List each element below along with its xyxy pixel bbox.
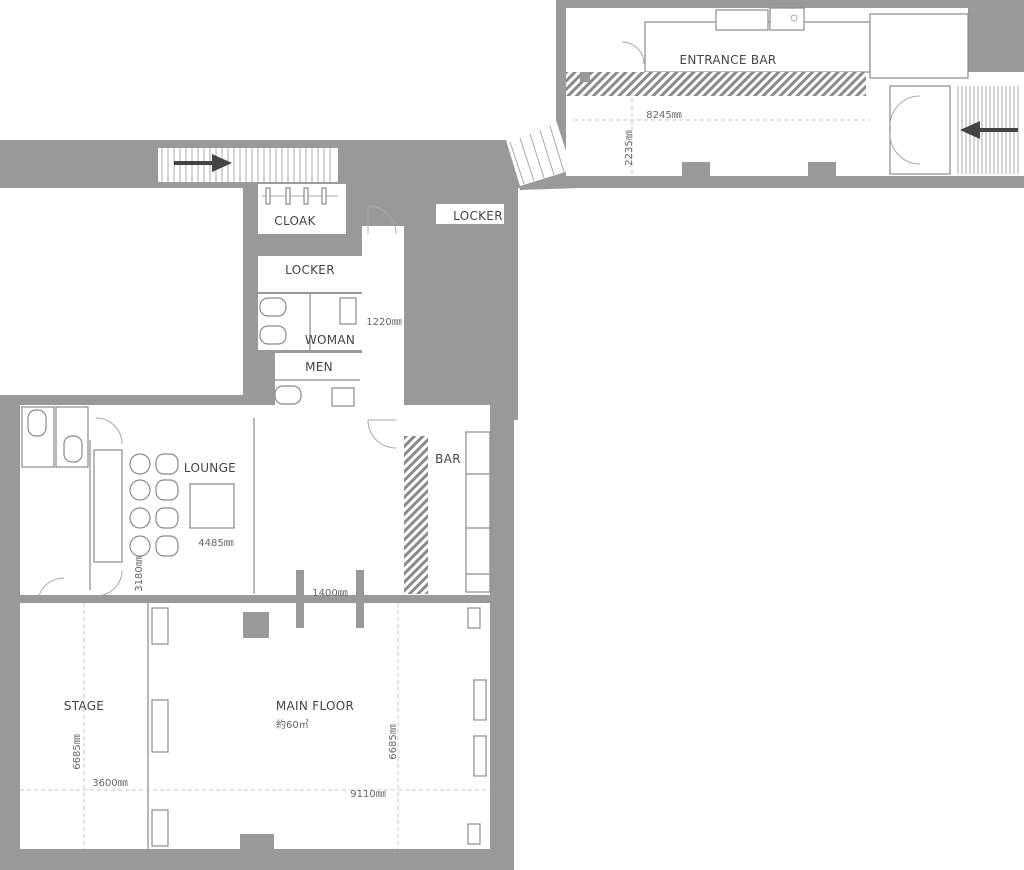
floor-areas: [20, 8, 1024, 849]
dimension-labels: 8245㎜ 2235㎜ 1220㎜ 4485㎜ 3180㎜ 1400㎜ 6685…: [72, 110, 682, 800]
main-floor-area: 約60㎡: [276, 718, 309, 731]
exit-arrow-icon: [960, 121, 1018, 139]
lounge-depth-dim: 3180㎜: [134, 556, 145, 591]
lounge-width-dim: 4485㎜: [198, 538, 233, 549]
main-width-dim: 9110㎜: [350, 789, 385, 800]
woman-label: WOMAN: [305, 333, 355, 347]
locker-label: LOCKER: [285, 263, 335, 277]
locker-label: LOCKER: [453, 209, 503, 223]
interior-lines: [20, 7, 1019, 854]
entrance-width-dim: 8245㎜: [646, 110, 681, 121]
main-floor-label: MAIN FLOOR: [276, 699, 354, 713]
main-depth-dim: 6685㎜: [388, 724, 399, 759]
men-label: MEN: [305, 360, 333, 374]
entrance-bar-label: ENTRANCE BAR: [679, 53, 776, 67]
bar-label: BAR: [435, 452, 461, 466]
angled-stair: [509, 125, 565, 185]
stage-depth-dim: 6685㎜: [72, 734, 83, 769]
corridor-width-dim: 1220㎜: [366, 317, 401, 328]
entry-arrow-icon: [174, 154, 232, 172]
lounge-label: LOUNGE: [184, 461, 236, 475]
stage-width-dim: 3600㎜: [92, 778, 127, 789]
cloak-label: CLOAK: [274, 214, 316, 228]
room-labels: ENTRANCE BAR CLOAK LOCKER LOCKER WOMAN M…: [64, 53, 776, 731]
passage-width-dim: 1400㎜: [312, 588, 347, 599]
entrance-depth-dim: 2235㎜: [624, 130, 635, 165]
stage-label: STAGE: [64, 699, 104, 713]
